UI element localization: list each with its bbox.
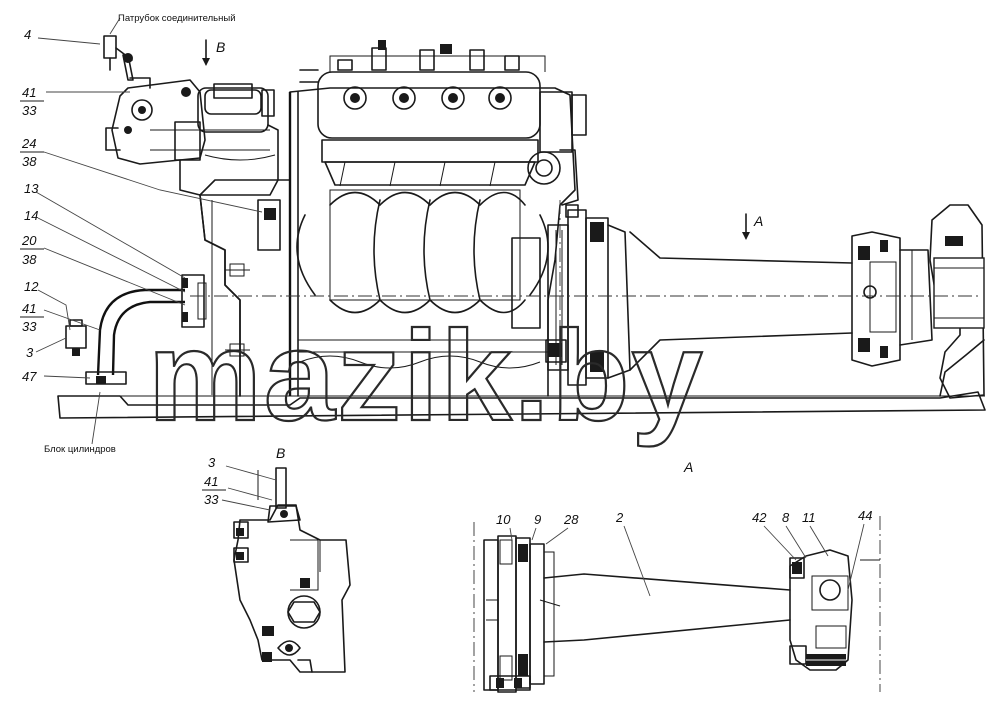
callout-13: 13 bbox=[24, 181, 39, 196]
callout-33-bottom: 33 bbox=[22, 319, 37, 334]
cylinder-head bbox=[299, 40, 587, 206]
view-b-detail: В 3 41 33 bbox=[202, 445, 351, 673]
view-a-callout-11: 11 bbox=[802, 510, 816, 525]
view-b-callout-33: 33 bbox=[204, 492, 219, 507]
water-pipe bbox=[65, 194, 281, 397]
coupling-unit bbox=[511, 204, 631, 386]
view-a-callout-10: 10 bbox=[496, 512, 511, 527]
view-a-arrow-label: А bbox=[753, 213, 763, 229]
view-b-callout-3: 3 bbox=[208, 455, 216, 470]
pipe-caption: Патрубок соединительный bbox=[118, 13, 236, 24]
view-a-detail: А bbox=[473, 459, 881, 693]
engine-assembly: В А bbox=[57, 35, 986, 419]
callout-47: 47 bbox=[22, 369, 37, 384]
view-b-callout-41: 41 bbox=[204, 474, 218, 489]
view-b-arrow: В bbox=[202, 39, 225, 66]
leader-lines-main bbox=[35, 17, 263, 445]
callout-20: 20 bbox=[21, 233, 37, 248]
view-a-title: А bbox=[683, 459, 693, 475]
callout-4: 4 bbox=[24, 27, 31, 42]
callout-38-lower: 38 bbox=[22, 252, 37, 267]
callout-41-bottom: 41 bbox=[22, 301, 36, 316]
callout-24: 24 bbox=[21, 136, 36, 151]
callout-14: 14 bbox=[24, 208, 38, 223]
view-a-callout-28: 28 bbox=[563, 512, 579, 527]
drive-shaft bbox=[629, 231, 933, 371]
watermark: mazik.by bbox=[148, 305, 705, 448]
compressor-unit bbox=[103, 35, 279, 196]
callouts-main: 4 41 33 24 38 13 14 20 38 12 41 33 3 47 bbox=[20, 27, 44, 384]
view-b-arrow-label: В bbox=[216, 39, 225, 55]
block-caption: Блок цилиндров bbox=[44, 444, 116, 455]
view-a-arrow: А bbox=[742, 213, 763, 240]
view-a-callout-44: 44 bbox=[858, 508, 872, 523]
crankcase bbox=[199, 87, 576, 397]
callout-33-top: 33 bbox=[22, 103, 37, 118]
view-a-callout-8: 8 bbox=[782, 510, 790, 525]
view-a-callout-9: 9 bbox=[534, 512, 541, 527]
view-a-callout-42: 42 bbox=[752, 510, 767, 525]
callout-3: 3 bbox=[26, 345, 34, 360]
view-a-callout-2: 2 bbox=[615, 510, 624, 525]
flywheel-housing bbox=[929, 204, 985, 399]
callout-12: 12 bbox=[24, 279, 39, 294]
callout-38-upper: 38 bbox=[22, 154, 37, 169]
callout-41-top: 41 bbox=[22, 85, 36, 100]
view-b-title: В bbox=[276, 445, 285, 461]
